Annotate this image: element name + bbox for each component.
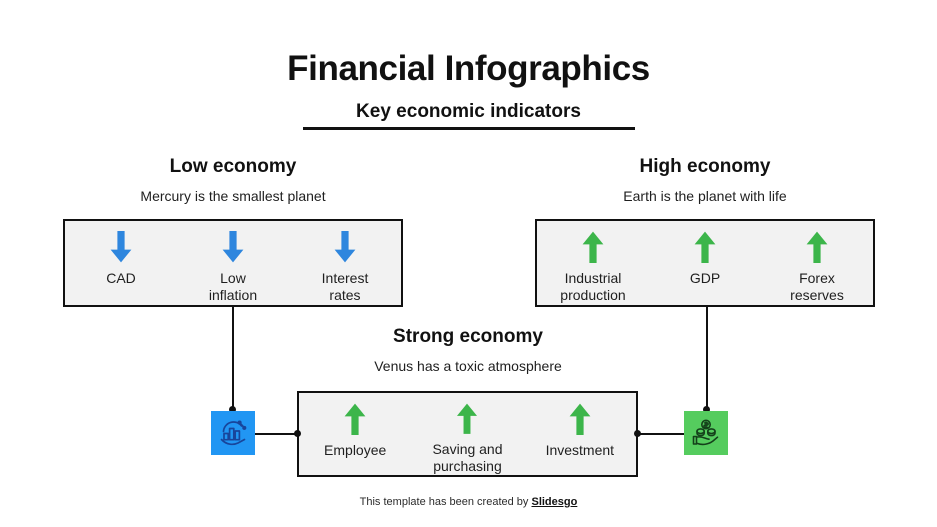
footer-brand-link[interactable]: Slidesgo [531,496,578,508]
arrow-up-icon [582,231,604,263]
indicator-cell[interactable]: GDP [649,221,761,305]
indicator-cell[interactable]: Low inflation [177,221,289,305]
connector-dot [703,406,710,413]
section-description-high-economy: Earth is the planet with life [623,188,787,204]
indicator-label: GDP [689,270,721,286]
indicator-label: Saving and purchasing [432,440,503,474]
indicator-cell[interactable]: Employee [299,393,411,475]
section-description-low-economy: Mercury is the smallest planet [140,188,326,204]
badge-high-economy[interactable] [684,411,728,455]
indicator-label: Forex reserves [790,270,844,304]
arrow-up-icon [694,231,716,263]
connector-dot [294,430,301,437]
arrow-up-icon [806,231,828,263]
indicator-cell[interactable]: Investment [524,393,636,475]
subtitle-underline [303,127,635,130]
connector-right-badge-to-strong [636,433,684,435]
arrow-down-icon [222,231,244,263]
indicator-label: CAD [106,270,136,286]
indicator-label: Low inflation [208,270,258,304]
indicator-label: Employee [324,442,387,458]
footer-credit: This template has been created by Slides… [0,496,937,508]
connector-high-to-right-badge [706,307,708,412]
indicator-label: Interest rates [321,270,369,304]
panel-high-economy: Industrial production GDP Forex reserves [535,219,875,307]
section-heading-high-economy: High economy [639,156,771,177]
arrow-down-icon [334,231,356,263]
arrow-down-icon [110,231,132,263]
indicator-cell[interactable]: CAD [65,221,177,305]
connector-dot [634,430,641,437]
indicator-cell[interactable]: Saving and purchasing [411,393,523,475]
footer-credit-text: This template has been created by [359,496,532,508]
indicator-label: Industrial production [560,270,626,304]
panel-low-economy: CAD Low inflation Interest rates [63,219,403,307]
page-subtitle: Key economic indicators [356,101,581,122]
hand-holding-bar-chart-icon [220,420,247,446]
page-title: Financial Infographics [287,49,650,88]
indicator-label: Investment [545,442,615,458]
hand-holding-coins-icon [692,419,719,446]
section-heading-low-economy: Low economy [169,156,297,177]
arrow-up-icon [457,403,478,434]
section-description-strong-economy: Venus has a toxic atmosphere [374,358,562,374]
indicator-cell[interactable]: Industrial production [537,221,649,305]
panel-strong-economy: Employee Saving and purchasing Investmen… [297,391,638,477]
indicator-cell[interactable]: Interest rates [289,221,401,305]
connector-low-to-left-badge [232,307,234,412]
connector-dot [229,406,236,413]
connector-left-badge-to-strong [254,433,300,435]
indicator-cell[interactable]: Forex reserves [761,221,873,305]
arrow-up-icon [344,403,366,435]
arrow-up-icon [569,403,591,435]
badge-low-economy[interactable] [211,411,255,455]
section-heading-strong-economy: Strong economy [393,326,543,347]
